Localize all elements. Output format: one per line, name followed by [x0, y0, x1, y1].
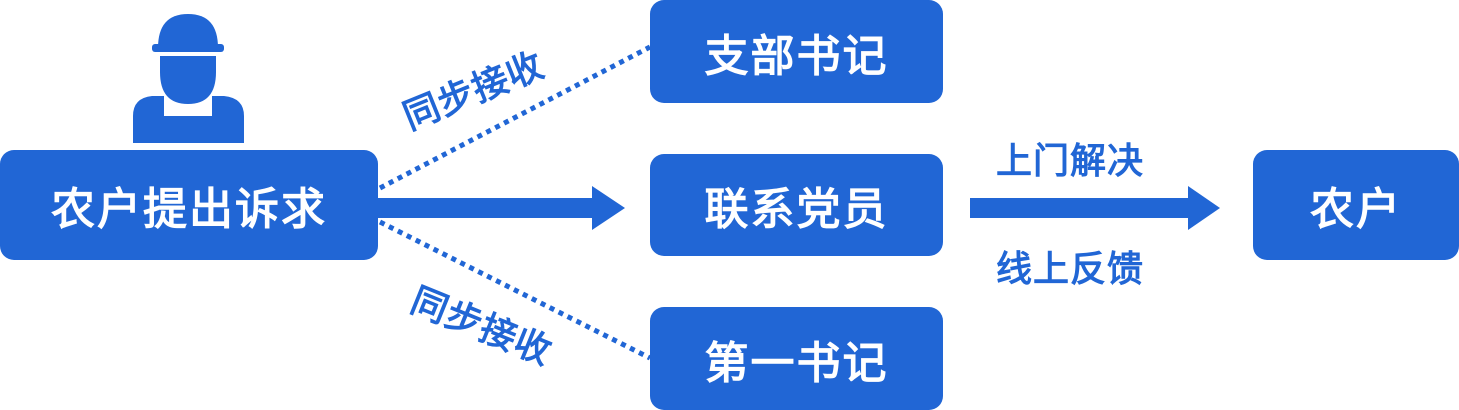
worker-with-cap-icon — [133, 14, 244, 143]
arrow-to-farmer — [970, 186, 1220, 230]
node-farmer-request: 农户提出诉求 — [0, 150, 378, 260]
edge-label-online-feedback: 线上反馈 — [996, 249, 1145, 290]
dotted-connector-top — [378, 44, 652, 191]
dotted-connector-bottom — [378, 219, 652, 361]
node-first-secretary: 第一书记 — [650, 307, 943, 410]
edge-label-door-solution: 上门解决 — [996, 141, 1145, 182]
node-branch-secretary: 支部书记 — [650, 0, 943, 103]
overall-bib — [170, 108, 206, 112]
arrow-to-contact-member — [378, 186, 625, 230]
node-farmer: 农户 — [1253, 150, 1459, 260]
node-contact-member: 联系党员 — [650, 154, 943, 256]
